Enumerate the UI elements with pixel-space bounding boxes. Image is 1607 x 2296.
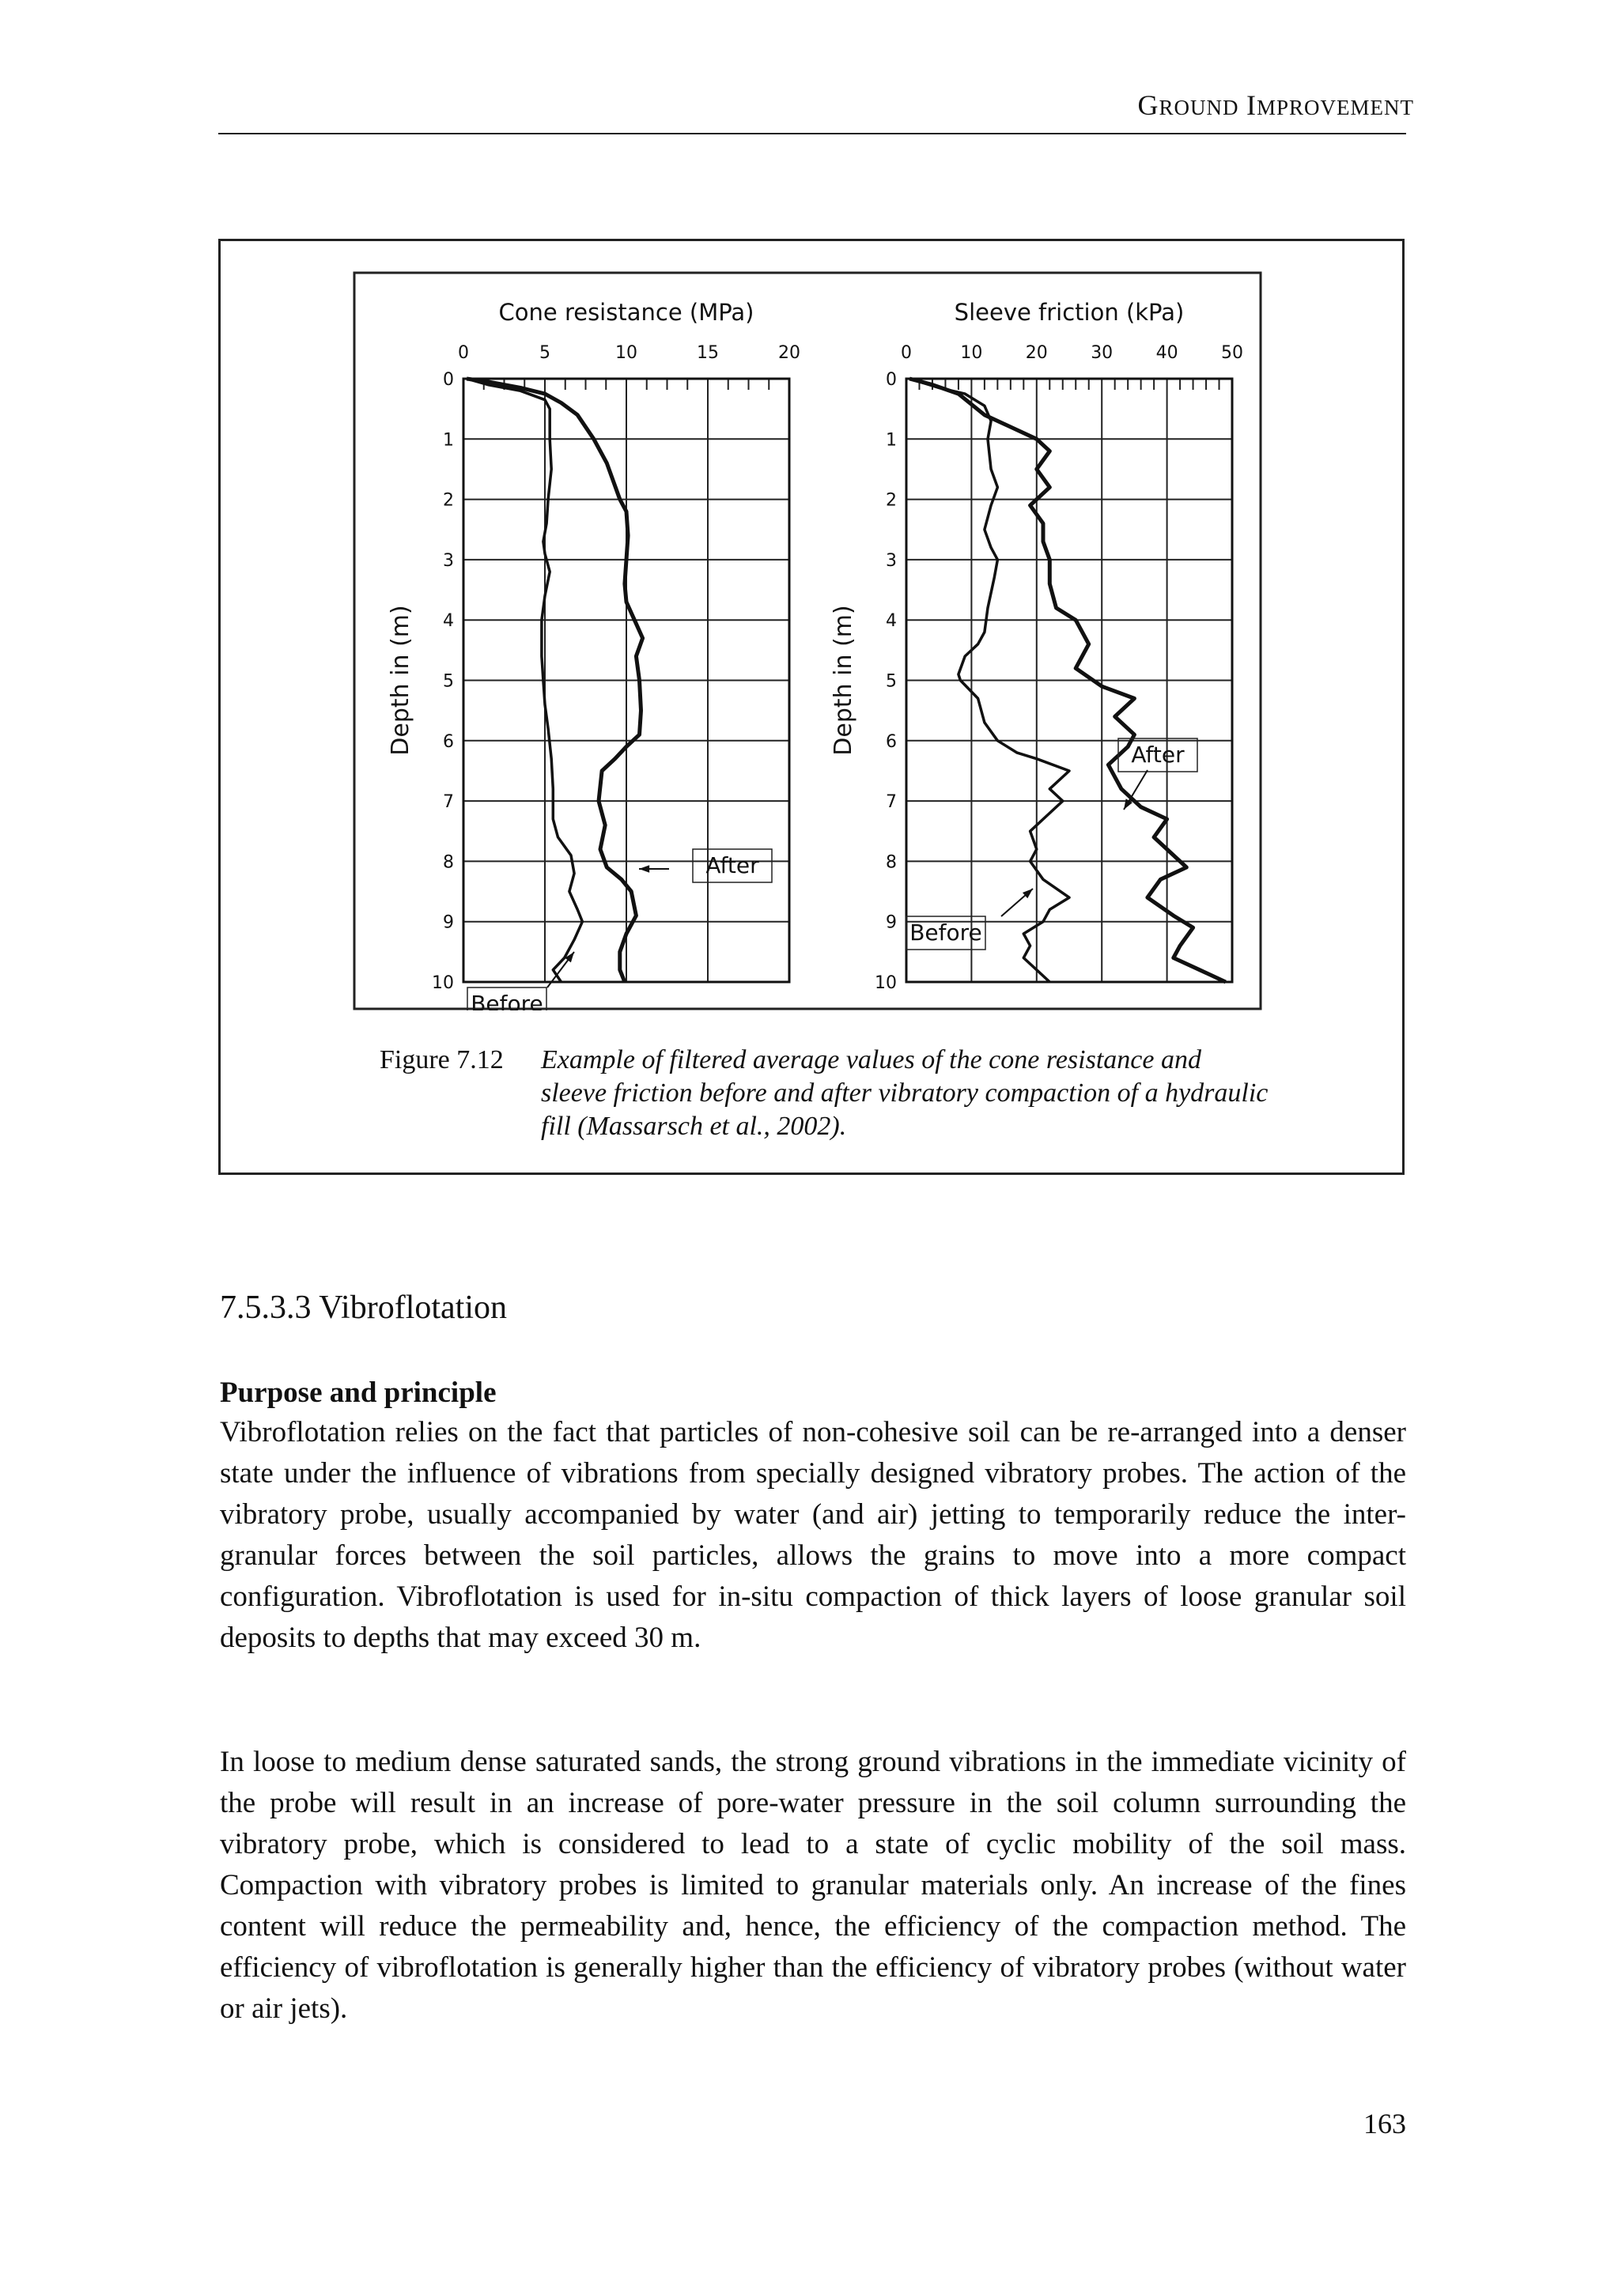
figure-caption-text: Example of filtered average values of th… xyxy=(541,1045,1269,1141)
y-tick-label: 10 xyxy=(432,973,454,993)
sleeve-plot-border xyxy=(905,377,1234,984)
y-tick-label: 8 xyxy=(886,852,897,872)
section-heading: 7.5.3.3 Vibroflotation xyxy=(220,1290,508,1326)
y-tick-label: 5 xyxy=(443,672,454,692)
cone-chart-title: Cone resistance (MPa) xyxy=(499,299,754,326)
cone-resistance-chart: Cone resistance (MPa) 0 5 10 15 20 0 1 2 3 4 5 6 7 8 9 1… xyxy=(387,299,800,1010)
y-tick-label: 9 xyxy=(886,913,897,933)
y-tick-label: 6 xyxy=(886,732,897,752)
x-tick-label: 20 xyxy=(1026,343,1048,363)
series-line-before xyxy=(466,377,584,983)
cone-plot-border xyxy=(462,377,791,984)
annotation-after: After xyxy=(705,852,759,878)
x-tick-label: 50 xyxy=(1221,343,1243,363)
y-tick-label: 2 xyxy=(886,491,897,511)
header-rule xyxy=(218,133,1406,134)
cone-y-axis-label: Depth in (m) xyxy=(387,605,414,755)
y-tick-label: 3 xyxy=(886,551,897,571)
annotation-before: Before xyxy=(471,991,543,1010)
arrowhead-after xyxy=(1124,799,1132,810)
series-line-before xyxy=(909,377,1071,984)
y-tick-label: 7 xyxy=(443,792,454,812)
y-tick-label: 1 xyxy=(886,430,897,450)
x-tick-label: 5 xyxy=(539,343,550,363)
sleeve-chart-title: Sleeve friction (kPa) xyxy=(955,299,1185,326)
body-paragraph: In loose to medium dense saturated sands… xyxy=(220,1746,1406,2025)
y-tick-label: 10 xyxy=(875,973,897,993)
figure-frame xyxy=(218,239,1405,1175)
series-line-after xyxy=(466,376,645,983)
x-tick-label: 0 xyxy=(458,343,469,363)
annotation-before: Before xyxy=(909,920,982,946)
figure-label: Figure 7.12 xyxy=(380,1045,504,1074)
sleeve-friction-chart: Sleeve friction (kPa) 0 10 20 30 40 50 0 1 2 3 4 5 6 7… xyxy=(830,299,1243,993)
y-tick-label: 1 xyxy=(443,430,454,450)
y-tick-label: 2 xyxy=(443,491,454,511)
annotation-after: After xyxy=(1131,742,1185,768)
y-tick-label: 8 xyxy=(443,852,454,872)
running-head: GROUND IMPROVEMENT xyxy=(1137,89,1414,121)
x-tick-label: 20 xyxy=(778,343,800,363)
arrowhead-before xyxy=(1022,889,1033,899)
y-tick-label: 6 xyxy=(443,732,454,752)
y-tick-label: 5 xyxy=(886,672,897,692)
annotation-box-before xyxy=(906,916,986,950)
annotation-box-after xyxy=(692,848,773,883)
y-tick-label: 3 xyxy=(443,551,454,571)
y-tick-label: 9 xyxy=(443,913,454,933)
subsection-heading: Purpose and principle xyxy=(220,1376,497,1409)
x-tick-label: 10 xyxy=(615,343,637,363)
series-line-after xyxy=(909,376,1227,984)
y-tick-label: 7 xyxy=(886,792,897,812)
x-tick-label: 40 xyxy=(1156,343,1178,363)
y-tick-label: 4 xyxy=(443,611,454,631)
arrowhead-before xyxy=(565,952,574,963)
inner-chart-frame xyxy=(353,271,1262,1010)
arrowhead-after xyxy=(639,865,650,873)
x-tick-label: 15 xyxy=(697,343,719,363)
x-tick-label: 10 xyxy=(960,343,982,363)
y-tick-label: 0 xyxy=(886,370,897,390)
body-paragraph: Vibroflotation relies on the fact that p… xyxy=(220,1416,1406,1654)
x-tick-label: 0 xyxy=(901,343,912,363)
annotation-box-before xyxy=(467,987,547,1010)
x-tick-label: 30 xyxy=(1091,343,1113,363)
sleeve-y-axis-label: Depth in (m) xyxy=(830,605,857,755)
annotation-box-after xyxy=(1117,738,1198,772)
y-tick-label: 4 xyxy=(886,611,897,631)
y-tick-label: 0 xyxy=(443,370,454,390)
page-number: 163 xyxy=(1363,2108,1406,2139)
